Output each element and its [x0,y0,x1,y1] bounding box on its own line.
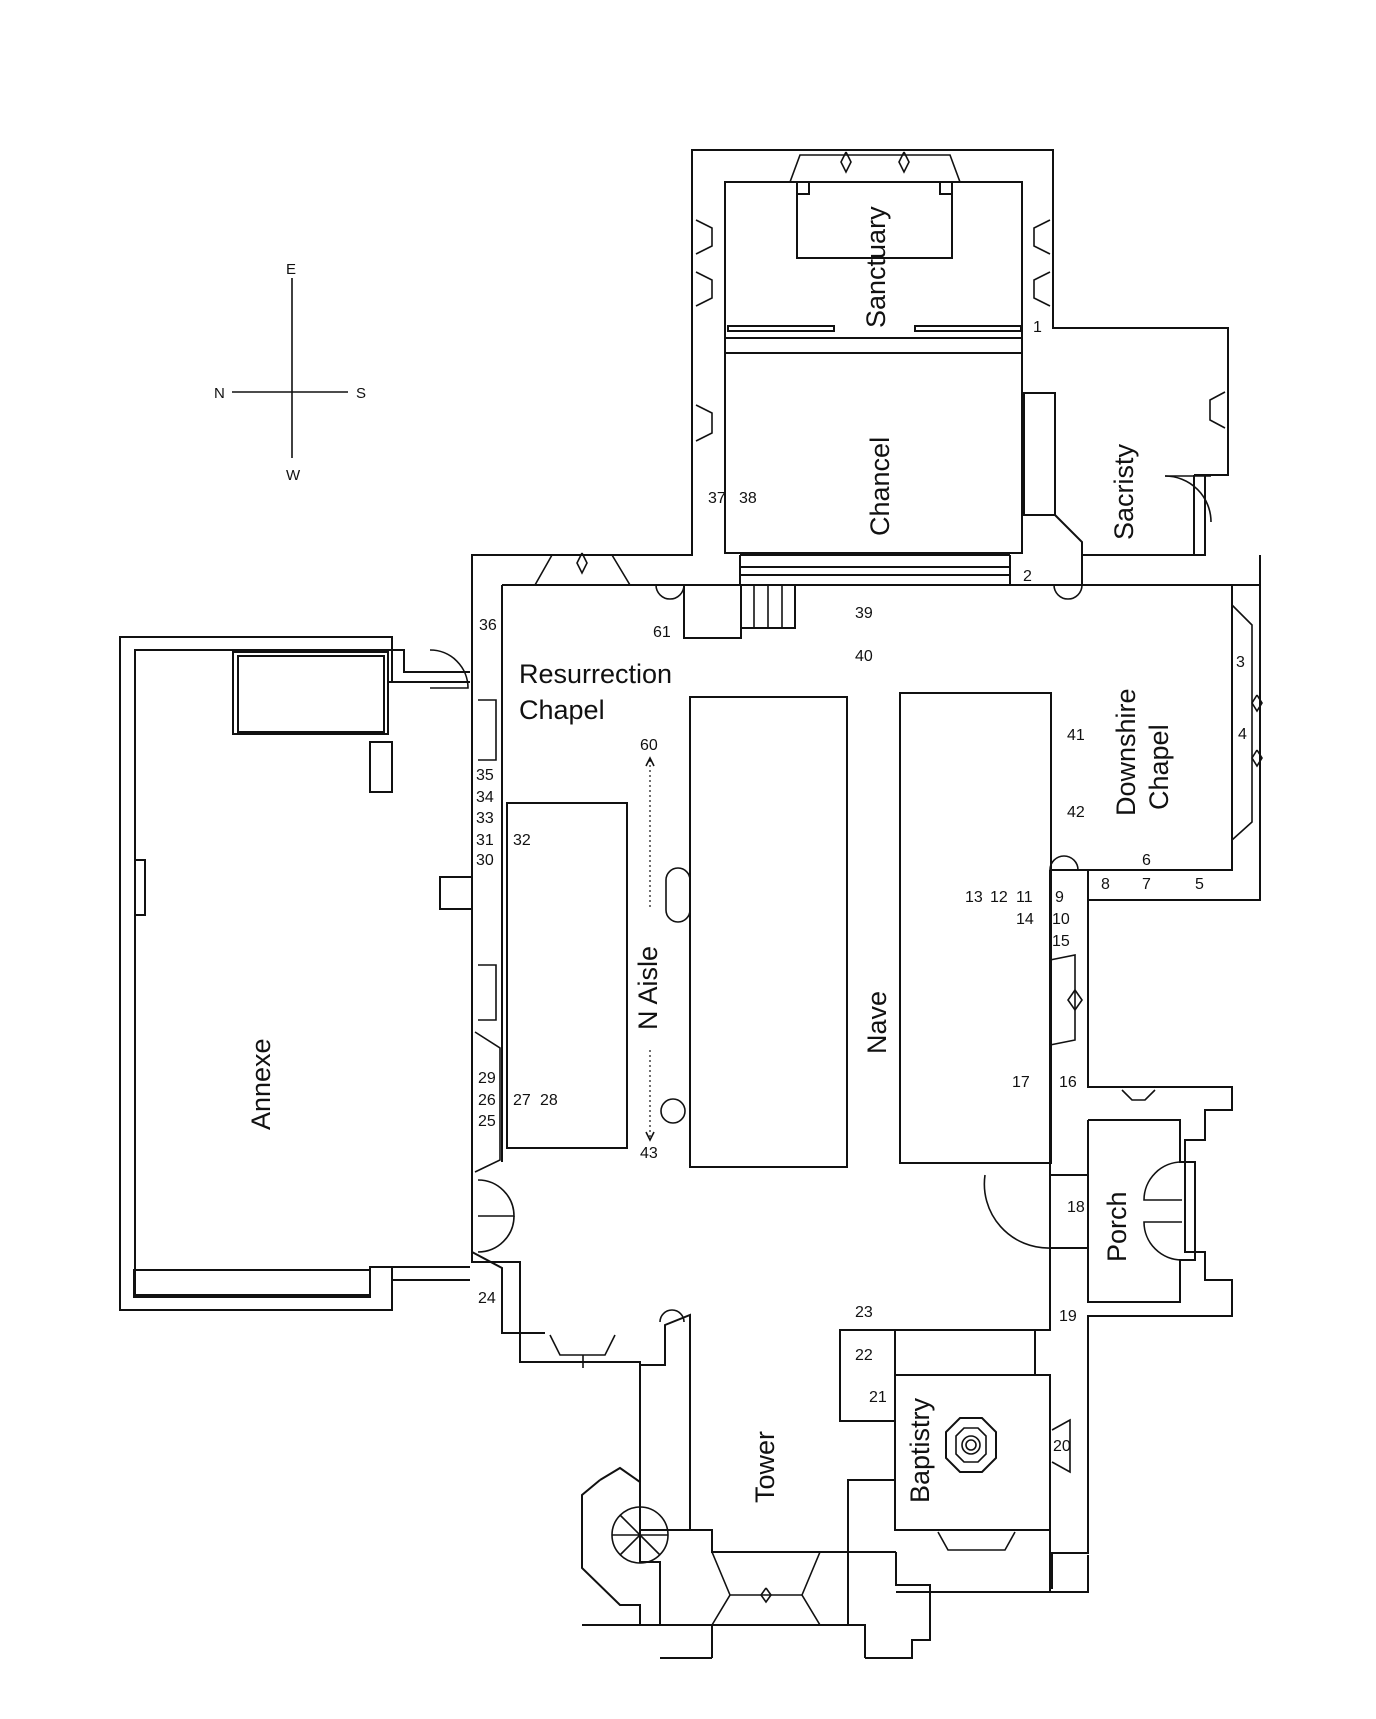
point-61: 61 [653,624,671,641]
point-32: 32 [513,832,531,849]
sanctuary-chancel-walls [471,149,1229,585]
label-tower: Tower [750,1431,780,1503]
point-38: 38 [739,490,757,507]
point-17: 17 [1012,1074,1030,1091]
point-30: 30 [476,852,494,869]
point-8: 8 [1101,876,1110,893]
point-21: 21 [869,1389,887,1406]
annexe-walls [119,636,470,1311]
point-10: 10 [1052,911,1070,928]
point-35: 35 [476,767,494,784]
point-20: 20 [1053,1438,1071,1455]
point-27: 27 [513,1092,531,1109]
point-39: 39 [855,605,873,622]
point-28: 28 [540,1092,558,1109]
point-4: 4 [1238,726,1247,743]
compass-w: W [286,467,301,484]
main-body-walls [439,552,1263,1626]
compass-e: E [286,261,296,278]
point-23: 23 [855,1304,873,1321]
point-2: 2 [1023,568,1032,585]
label-sacristy: Sacristy [1109,443,1139,540]
point-26: 26 [478,1092,496,1109]
point-37: 37 [708,490,726,507]
point-41: 41 [1067,727,1085,744]
label-chancel: Chancel [865,437,895,536]
label-nave: Nave [862,991,892,1054]
point-33: 33 [476,810,494,827]
label-baptistry: Baptistry [905,1397,935,1503]
point-12: 12 [990,889,1008,906]
point-22: 22 [855,1347,873,1364]
label-n-aisle: N Aisle [633,946,663,1030]
label-porch: Porch [1102,1191,1132,1262]
point-15: 15 [1052,933,1070,950]
point-25: 25 [478,1113,496,1130]
point-18: 18 [1067,1199,1085,1216]
point-36: 36 [479,617,497,634]
tower-baptistry-walls [581,1262,1089,1659]
point-29: 29 [478,1070,496,1087]
point-1: 1 [1033,319,1042,336]
point-11: 11 [1016,889,1033,906]
point-6: 6 [1142,852,1151,869]
point-43: 43 [640,1145,658,1162]
label-downshire-line2: Chapel [1144,724,1174,810]
point-labels: 1 2 3 4 5 6 7 8 9 10 11 12 13 14 15 16 1… [476,319,1247,1455]
point-3: 3 [1236,654,1245,671]
point-16: 16 [1059,1074,1077,1091]
room-labels: Sanctuary Chancel Sacristy Resurrection … [246,206,1174,1503]
label-resurrection-line1: Resurrection [519,659,672,689]
porch-walls [1050,1089,1196,1303]
label-resurrection-line2: Chapel [519,695,605,725]
compass-rose: E N S W [214,261,366,484]
point-24: 24 [478,1290,496,1307]
point-60: 60 [640,737,658,754]
compass-s: S [356,385,366,402]
point-40: 40 [855,648,873,665]
point-13: 13 [965,889,983,906]
label-sanctuary: Sanctuary [861,206,891,328]
compass-n: N [214,385,225,402]
point-31: 31 [476,832,494,849]
point-19: 19 [1059,1308,1077,1325]
point-7: 7 [1142,876,1151,893]
point-42: 42 [1067,804,1085,821]
label-downshire-line1: Downshire [1111,688,1141,816]
label-annexe: Annexe [246,1038,276,1130]
point-14: 14 [1016,911,1034,928]
point-9: 9 [1055,889,1064,906]
point-34: 34 [476,789,494,806]
point-5: 5 [1195,876,1204,893]
